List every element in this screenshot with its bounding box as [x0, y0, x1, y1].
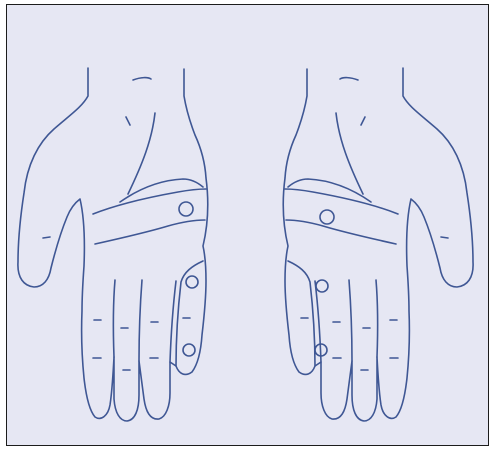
background-panel [7, 5, 488, 445]
left-thumb-mark [43, 237, 50, 238]
right-thumb-mark [441, 237, 448, 238]
